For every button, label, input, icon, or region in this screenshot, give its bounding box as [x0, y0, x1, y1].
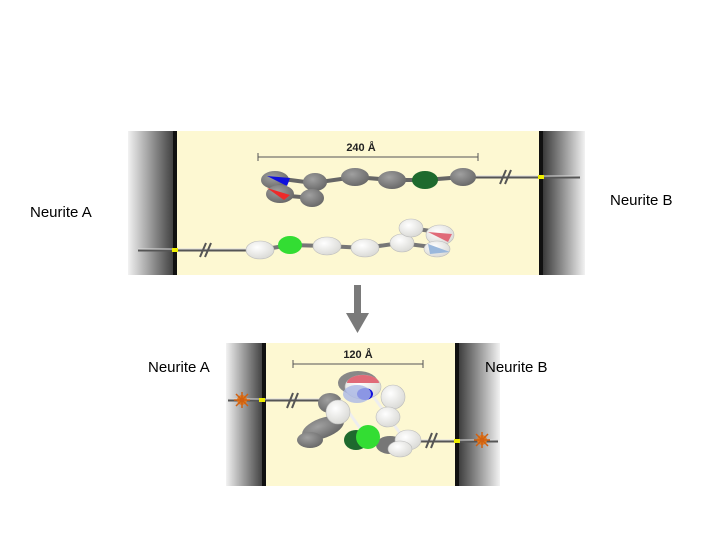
- molecule-complex: [297, 371, 422, 458]
- down-arrow-icon: [346, 285, 369, 333]
- distance-label: 240 Å: [346, 141, 375, 154]
- neurite-b-label: Neurite B: [610, 192, 673, 209]
- neurite-a-label: Neurite A: [148, 359, 210, 376]
- scale-bar-240: 240 Å: [257, 141, 479, 161]
- anchor-star-icon: [474, 432, 490, 448]
- bottom-panel: 120 Å: [148, 343, 548, 486]
- membrane-right: [543, 131, 585, 275]
- scale-bar-120: 120 Å: [292, 348, 424, 368]
- membrane-right: [458, 343, 500, 486]
- top-panel: 240 Å: [30, 131, 673, 275]
- molecule-neurite-b: [261, 168, 580, 207]
- membrane-left: [128, 131, 175, 275]
- neurite-b-label: Neurite B: [485, 359, 548, 376]
- anchor-star-icon: [234, 392, 250, 408]
- molecule-neurite-a: [138, 218, 455, 260]
- distance-label: 120 Å: [343, 348, 372, 361]
- synaptic-cleft: [265, 343, 456, 486]
- neurite-a-label: Neurite A: [30, 204, 92, 221]
- membrane-left: [226, 343, 264, 486]
